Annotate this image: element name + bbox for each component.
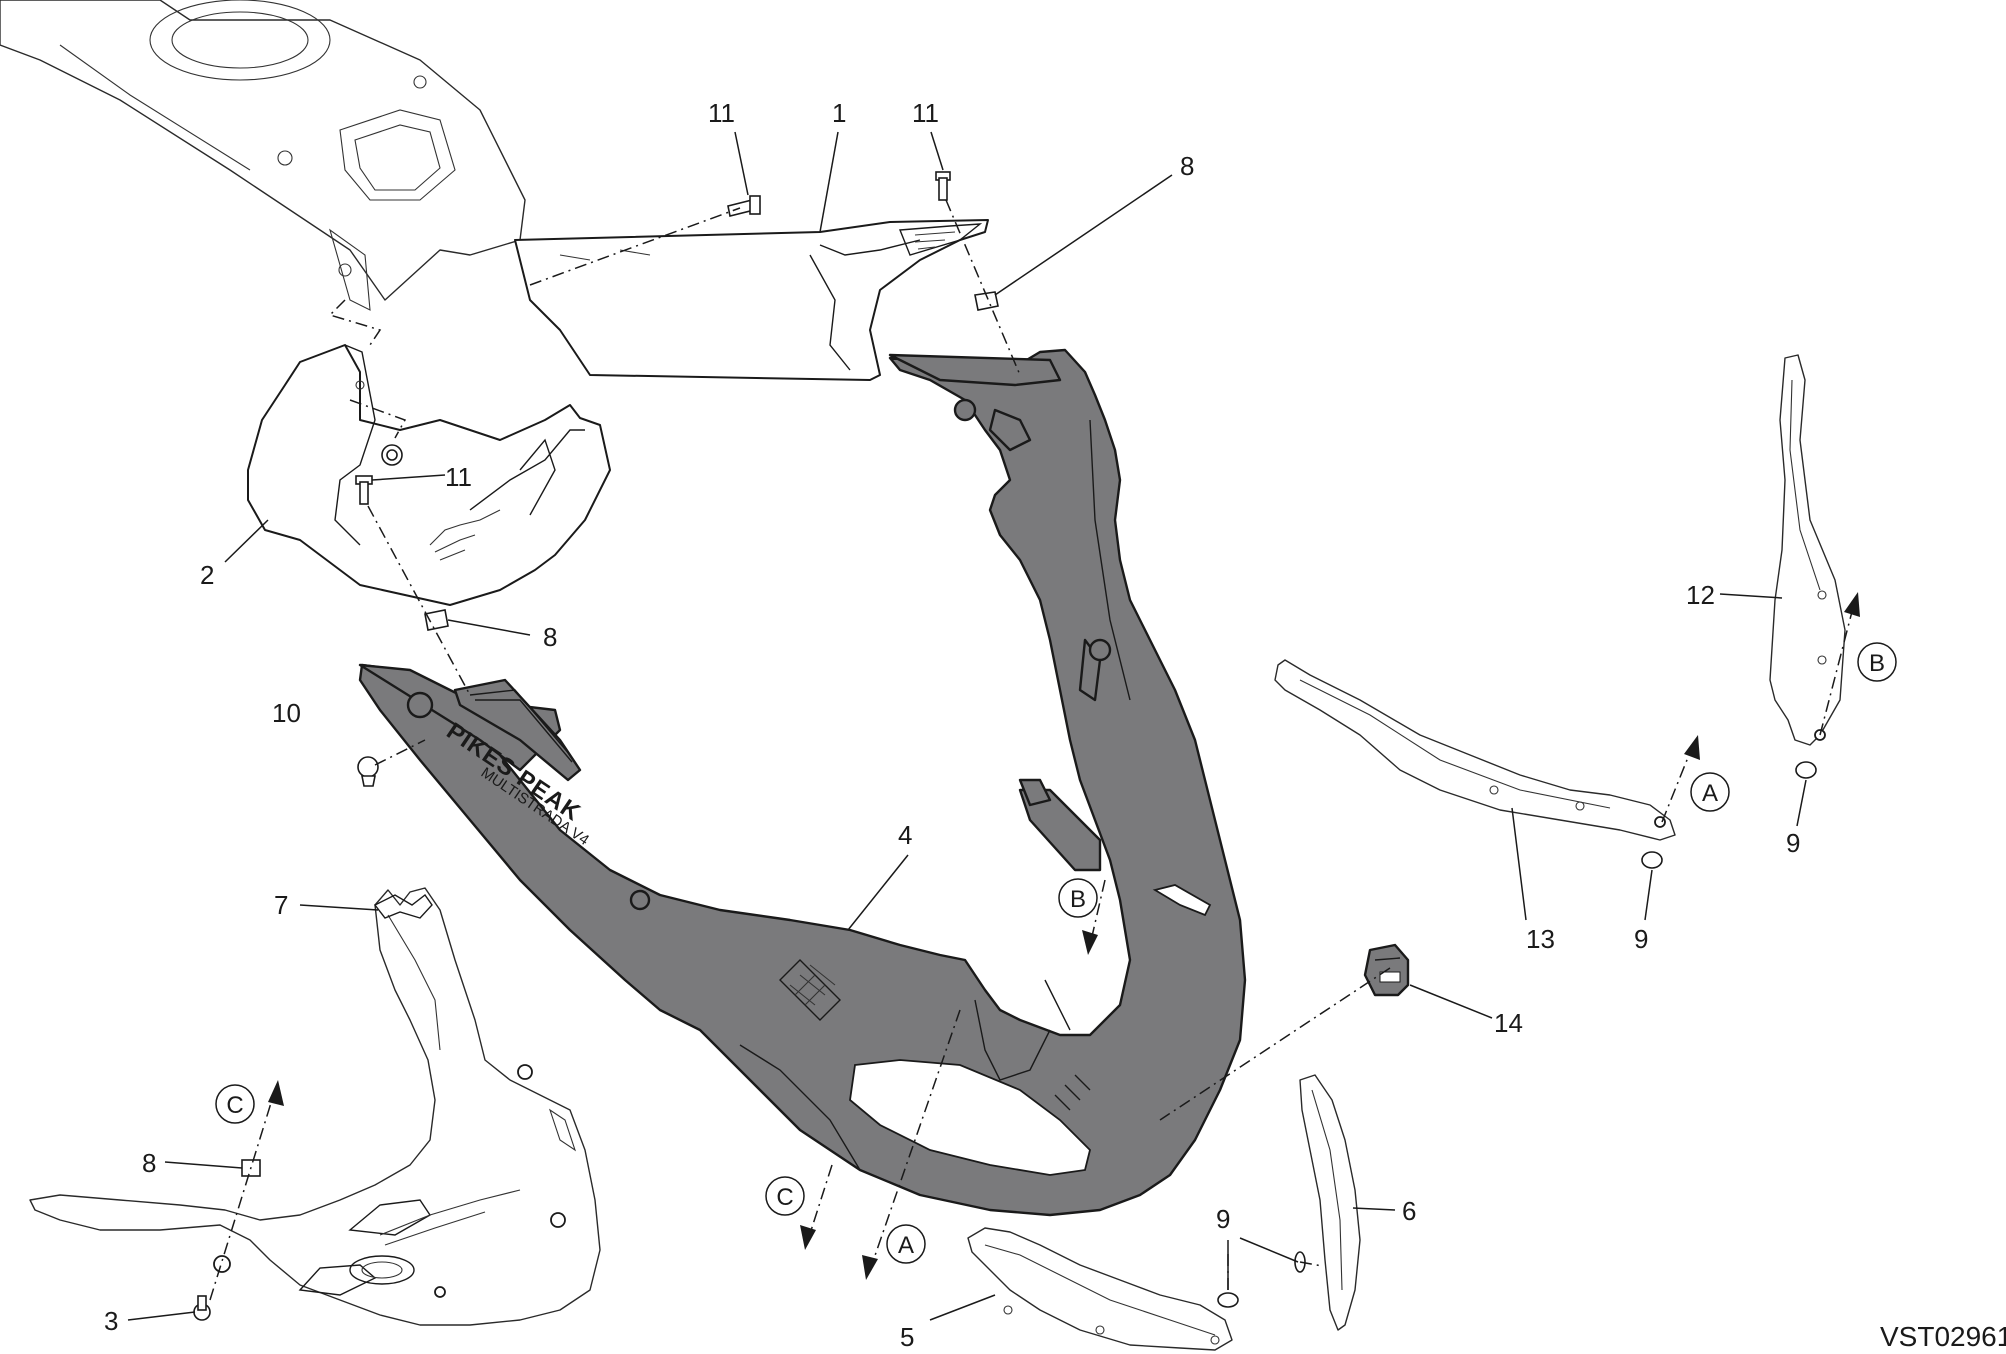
part-12-right-trim bbox=[1769, 354, 1846, 746]
arrow-to-c-left bbox=[268, 1080, 284, 1106]
callout-9-right: 9 bbox=[1634, 924, 1648, 954]
callout-12: 12 bbox=[1686, 580, 1715, 610]
screw-11-top-right bbox=[935, 171, 951, 201]
part-7-lower-cover bbox=[29, 887, 601, 1326]
screw-3 bbox=[193, 1295, 211, 1321]
svg-text:A: A bbox=[898, 1232, 914, 1259]
screw-11-top-left bbox=[727, 195, 761, 217]
assembly-line-part-2-screw bbox=[349, 399, 407, 439]
svg-text:C: C bbox=[226, 1092, 243, 1119]
washer-9-bottom bbox=[1217, 1292, 1239, 1308]
callout-8-bottom: 8 bbox=[142, 1148, 156, 1178]
arrow-to-a-center bbox=[862, 1255, 878, 1280]
callout-2: 2 bbox=[200, 560, 214, 590]
callout-8-mid: 8 bbox=[543, 622, 557, 652]
callout-11-top-left: 11 bbox=[708, 98, 735, 128]
arrow-to-c-center bbox=[800, 1225, 816, 1250]
ref-a-right: A bbox=[1690, 772, 1730, 812]
arrow-to-a-right bbox=[1684, 735, 1700, 760]
svg-text:B: B bbox=[1070, 886, 1086, 913]
reference-markers: B C C A A B bbox=[215, 642, 1897, 1264]
callout-1: 1 bbox=[832, 98, 846, 128]
callout-11-top-right: 11 bbox=[912, 98, 939, 128]
ref-b-center: B bbox=[1058, 878, 1098, 918]
callout-9-far-right: 9 bbox=[1786, 828, 1800, 858]
part-1-upper-panel bbox=[514, 219, 989, 381]
fasteners bbox=[193, 171, 1817, 1321]
callout-7: 7 bbox=[274, 890, 288, 920]
ref-a-center: A bbox=[886, 1224, 926, 1264]
assembly-line-tank-to-part-2 bbox=[328, 299, 382, 346]
washer-9-right bbox=[1641, 851, 1663, 869]
part-2-inner-fairing bbox=[247, 344, 611, 606]
arrow-to-b-center bbox=[1082, 930, 1098, 955]
washer-9-far-right bbox=[1795, 761, 1817, 779]
ref-b-right: B bbox=[1857, 642, 1897, 682]
part-13-right-trim bbox=[1274, 659, 1676, 841]
svg-text:C: C bbox=[776, 1184, 793, 1211]
callout-13: 13 bbox=[1526, 924, 1555, 954]
callout-9-bottom: 9 bbox=[1216, 1204, 1230, 1234]
part-6-lower-trim bbox=[1299, 1074, 1361, 1331]
screw-10 bbox=[357, 756, 379, 787]
clip-8-mid bbox=[424, 609, 449, 631]
leader-lines bbox=[127, 131, 1807, 1321]
svg-text:B: B bbox=[1869, 650, 1885, 677]
ref-c-left: C bbox=[215, 1084, 255, 1124]
part-4-lower-fairing bbox=[358, 348, 1247, 1217]
drawing-code: VST02961 bbox=[1880, 1321, 2006, 1352]
direction-arrows bbox=[268, 592, 1860, 1280]
callout-3: 3 bbox=[104, 1306, 118, 1336]
callout-11-mid: 11 bbox=[445, 462, 472, 492]
callout-6: 6 bbox=[1402, 1196, 1416, 1226]
callout-8-top: 8 bbox=[1180, 151, 1194, 181]
callout-4: 4 bbox=[898, 820, 912, 850]
hex-bolt-part-2 bbox=[381, 444, 403, 466]
arrow-to-b-right bbox=[1844, 592, 1860, 617]
clip-8-top bbox=[974, 291, 999, 311]
callout-labels: 11 1 11 8 11 2 8 10 7 4 8 3 5 9 6 14 13 … bbox=[104, 98, 1800, 1352]
callout-14: 14 bbox=[1494, 1008, 1523, 1038]
svg-text:A: A bbox=[1702, 780, 1718, 807]
tank-cover-part bbox=[0, 0, 526, 311]
callout-10: 10 bbox=[272, 698, 301, 728]
callout-5: 5 bbox=[900, 1322, 914, 1352]
part-5-bottom-cover bbox=[967, 1227, 1233, 1351]
ref-c-center: C bbox=[765, 1176, 805, 1216]
